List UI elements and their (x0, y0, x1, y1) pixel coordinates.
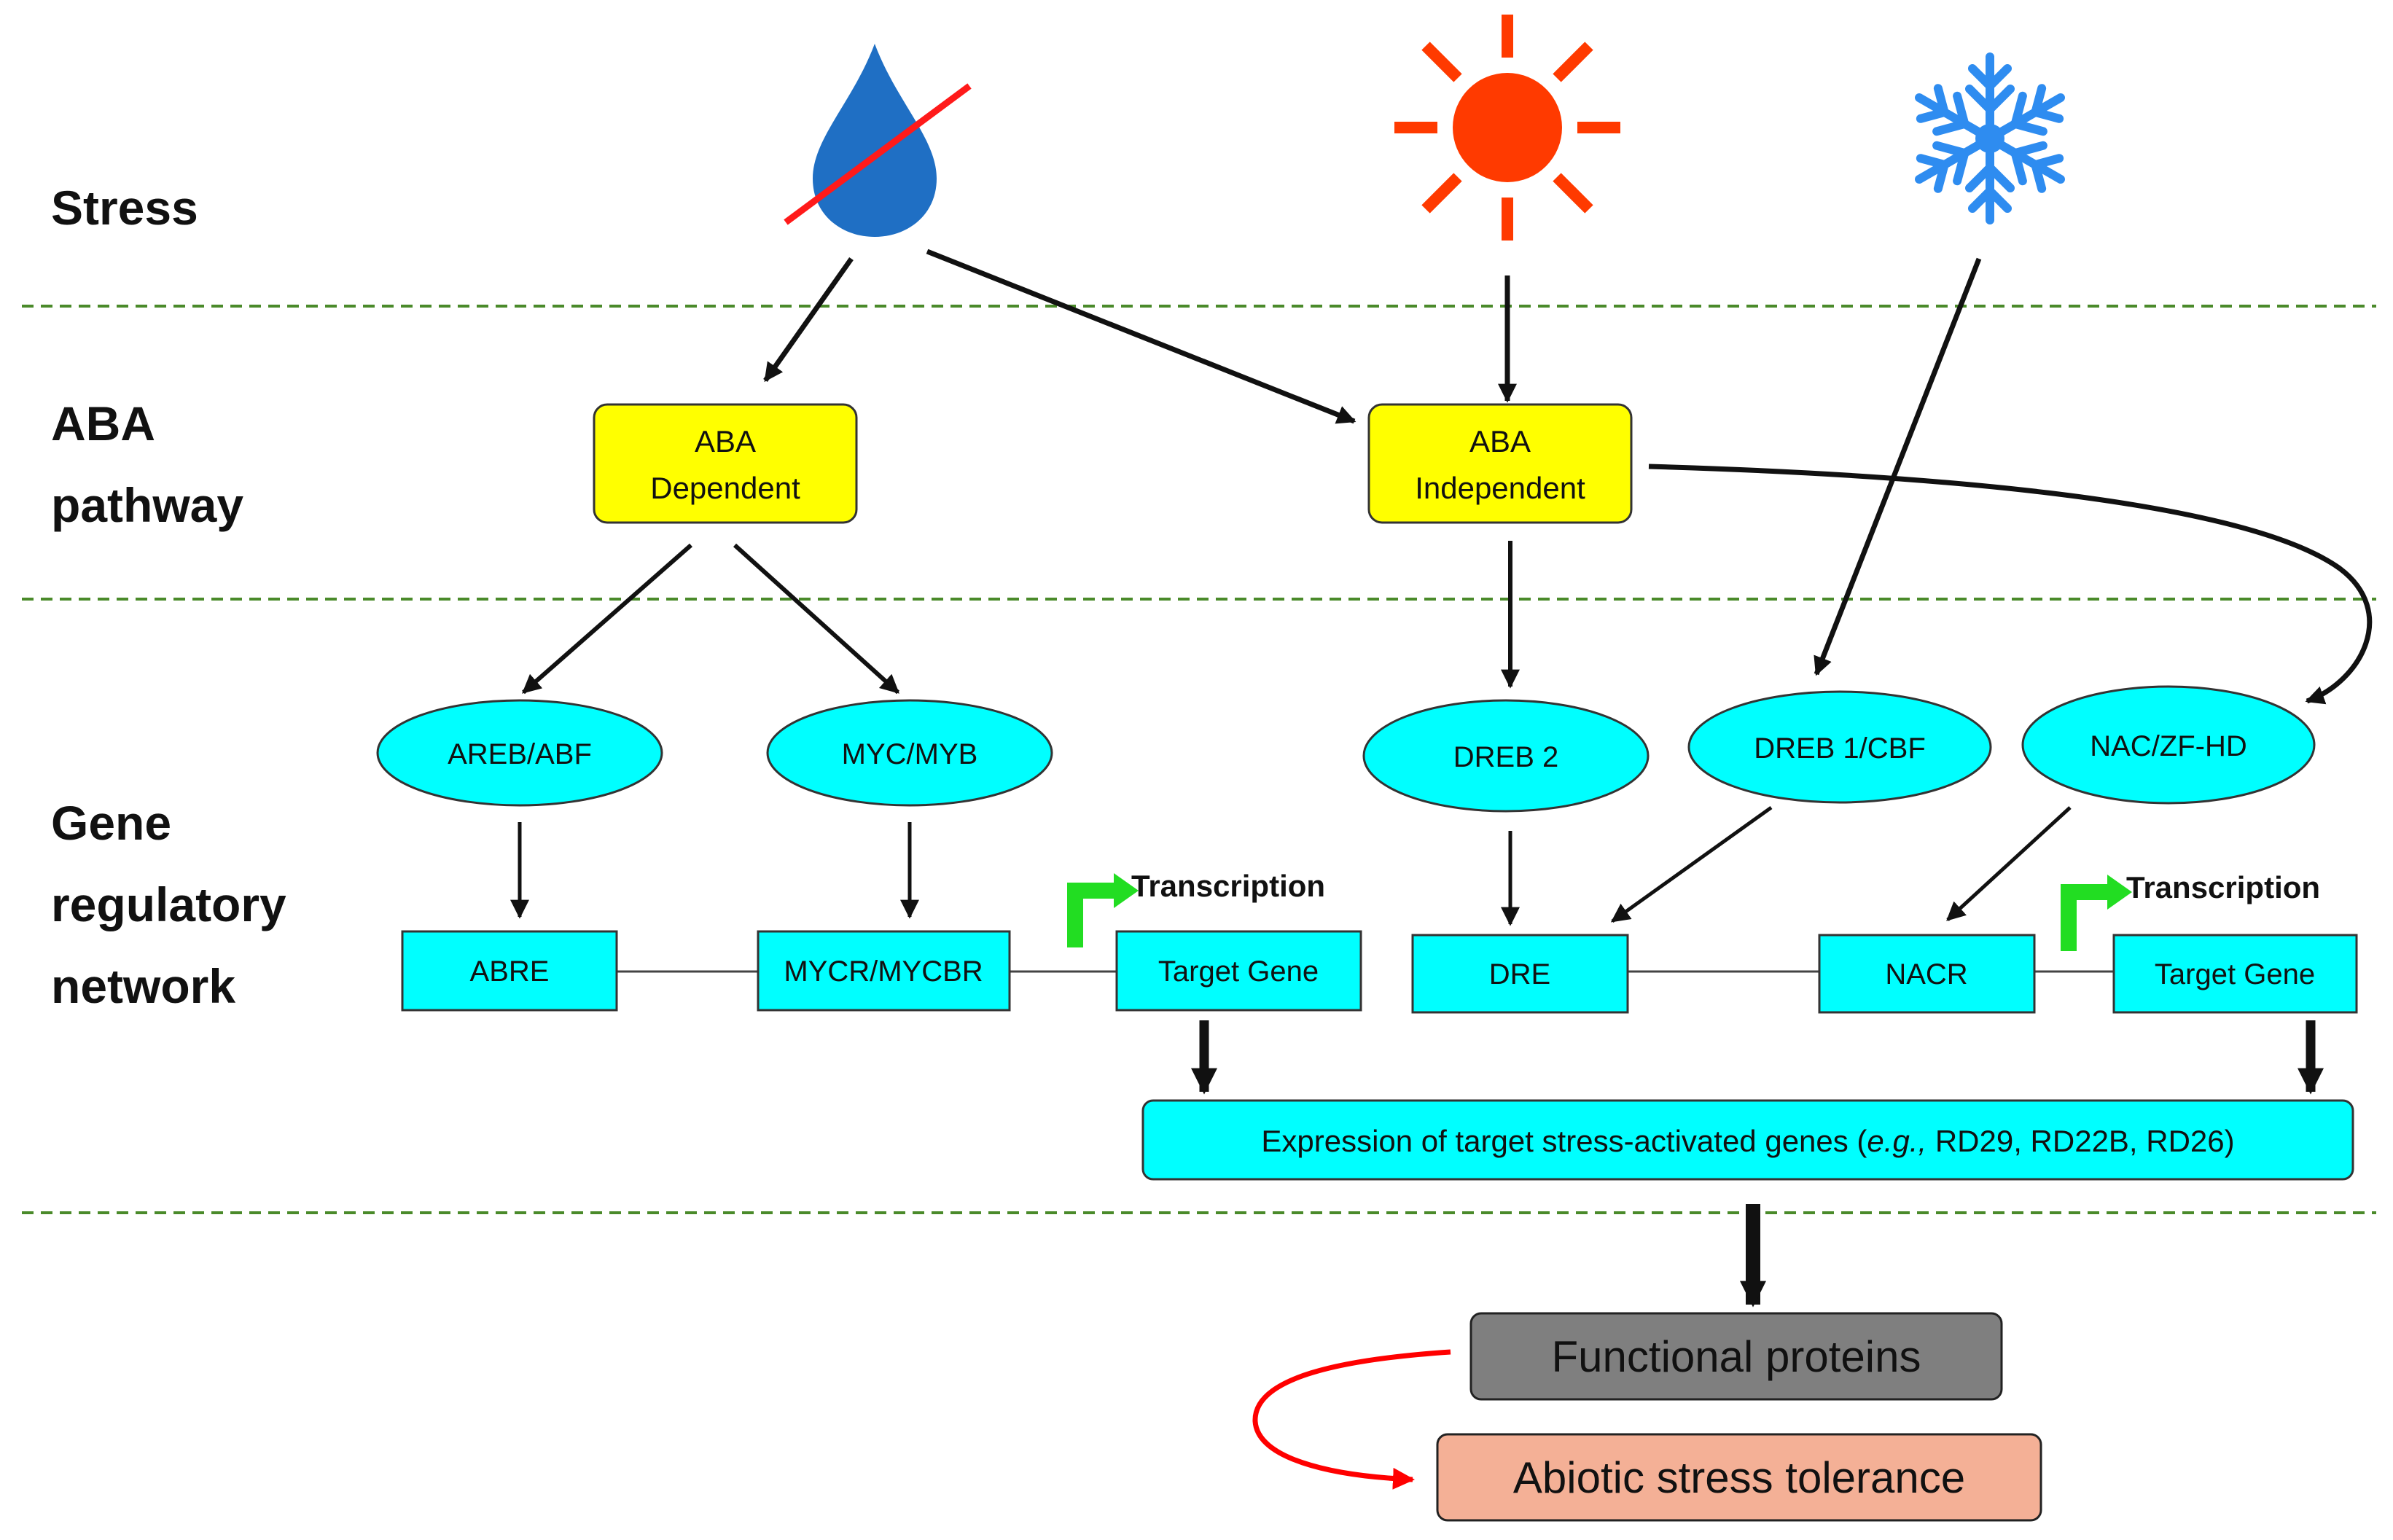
tf-nac-label: NAC/ZF-HD (2090, 730, 2247, 762)
transcription-start-arrow-icon-right (2061, 875, 2132, 951)
target-gene-right-label: Target Gene (2155, 958, 2315, 990)
element-nacr: NACR (1818, 934, 2036, 1014)
element-mycr-mycbr: MYCR/MYCBR (757, 930, 1011, 1012)
aba-row-label-line1: ABA (51, 396, 155, 450)
water-drop-crossed-icon (784, 44, 972, 237)
snowflake-icon (1909, 52, 2071, 220)
arrow-aba-indep-to-nac (1648, 464, 2373, 705)
aba-dependent-box: ABA Dependent (593, 403, 858, 524)
grn-row-label-line1: Gene (51, 796, 171, 850)
functional-proteins-label: Functional proteins (1552, 1332, 1921, 1381)
aba-dependent-line1: ABA (695, 424, 756, 458)
tf-myc-myb: MYC/MYB (766, 699, 1053, 807)
tf-dreb2: DREB 2 (1362, 699, 1650, 813)
arrow-functional-to-tolerance (1252, 1349, 1451, 1490)
aba-independent-line1: ABA (1469, 424, 1531, 458)
arrow-aba-dep-to-areb (522, 543, 692, 695)
mycr-label: MYCR/MYCBR (784, 955, 983, 988)
abiotic-stress-tolerance-box: Abiotic stress tolerance (1436, 1433, 2042, 1522)
aba-independent-box: ABA Independent (1367, 403, 1633, 524)
tf-dreb2-label: DREB 2 (1453, 741, 1559, 773)
arrow-cold-to-dreb1 (1814, 257, 1982, 676)
transcription-label-right: Transcription (2126, 870, 2320, 904)
sun-icon (1394, 15, 1620, 241)
transcription-label-left: Transcription (1131, 869, 1325, 903)
arrow-drought-to-aba-dependent (763, 257, 854, 383)
stress-row-label: Stress (51, 181, 198, 235)
expression-text: Expression of target stress-activated ge… (1261, 1124, 2234, 1158)
tf-myc-label: MYC/MYB (842, 738, 978, 770)
abiotic-stress-tolerance-label: Abiotic stress tolerance (1513, 1453, 1965, 1502)
nacr-label: NACR (1885, 958, 1967, 990)
element-abre: ABRE (401, 930, 618, 1012)
target-gene-left-label: Target Gene (1158, 955, 1319, 988)
arrow-nac-to-nacr (1946, 806, 2072, 921)
arrow-aba-dep-to-myc (733, 543, 900, 695)
expression-box: Expression of target stress-activated ge… (1141, 1099, 2354, 1181)
tf-nac-zf-hd: NAC/ZF-HD (2021, 685, 2316, 805)
grn-row-label-line3: network (51, 959, 235, 1013)
element-target-gene-right: Target Gene (2112, 934, 2358, 1014)
functional-proteins-box: Functional proteins (1469, 1312, 2003, 1401)
aba-row-label-line2: pathway (51, 478, 243, 532)
aba-independent-line2: Independent (1415, 471, 1585, 505)
tf-dreb1-label: DREB 1/CBF (1754, 732, 1926, 765)
tf-areb-label: AREB/ABF (448, 738, 592, 770)
transcription-start-arrow-icon-left (1067, 873, 1139, 947)
arrow-drought-to-aba-independent (926, 249, 1356, 424)
element-dre: DRE (1411, 934, 1629, 1014)
tf-areb-abf: AREB/ABF (376, 699, 663, 807)
aba-dependent-line2: Dependent (650, 471, 800, 505)
abre-label: ABRE (470, 955, 550, 988)
grn-row-label-line2: regulatory (51, 878, 286, 931)
element-target-gene-left: Target Gene (1115, 930, 1362, 1012)
arrow-dreb1-to-dre (1610, 805, 1773, 923)
dre-label: DRE (1489, 958, 1550, 990)
tf-dreb1-cbf: DREB 1/CBF (1687, 690, 1992, 804)
